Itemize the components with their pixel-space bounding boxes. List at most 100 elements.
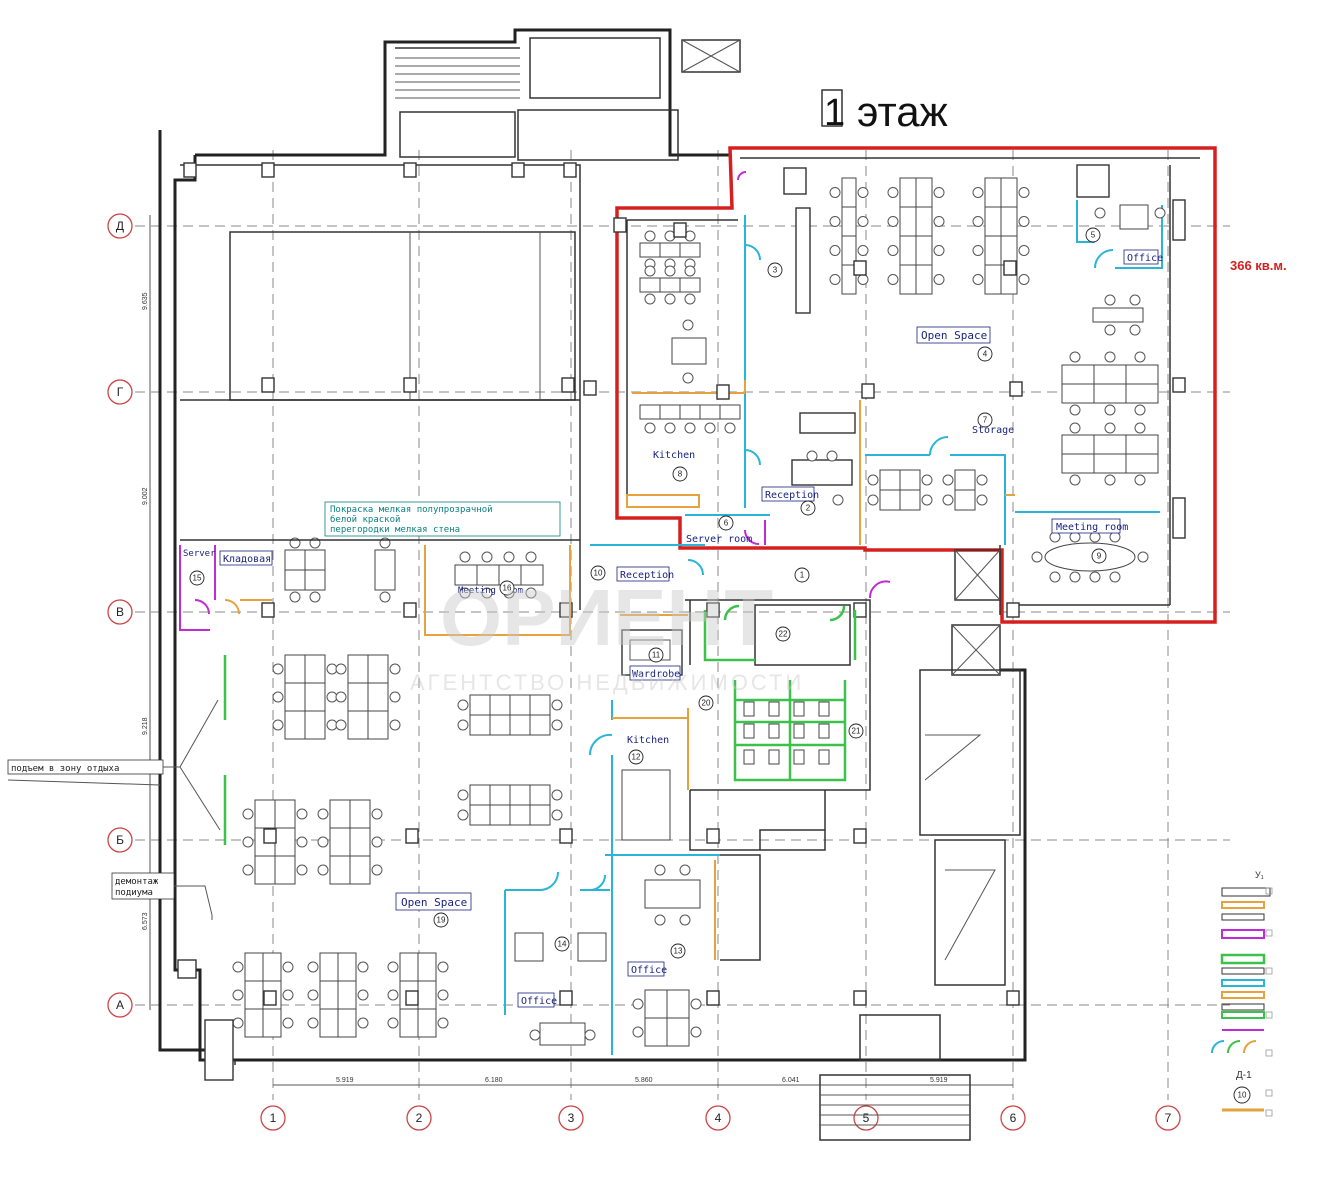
chair — [829, 274, 841, 285]
desk — [1000, 206, 1018, 237]
chair — [1069, 474, 1081, 486]
room-number-6: 6 — [718, 515, 734, 531]
desk — [1093, 434, 1127, 455]
desk — [274, 855, 296, 885]
chair — [690, 998, 702, 1010]
column — [853, 828, 867, 844]
chair — [887, 245, 899, 256]
lift-note: подъем в зону отдыха — [7, 699, 221, 831]
chair — [1134, 422, 1146, 434]
chair — [933, 216, 945, 227]
chair — [1104, 404, 1116, 416]
desk — [841, 206, 857, 237]
chair — [457, 719, 469, 731]
chair — [379, 591, 391, 603]
chair — [282, 961, 294, 973]
room-labels: Office Open Space Storage Kitchen Recept… — [183, 249, 1163, 1008]
chair — [1069, 351, 1081, 363]
svg-text:демонтаж: демонтаж — [115, 877, 159, 887]
room-number-20: 20 — [698, 695, 714, 711]
column — [853, 260, 867, 276]
desk — [367, 654, 389, 684]
stair-top — [395, 57, 520, 99]
chair — [1031, 551, 1043, 563]
desk — [679, 242, 701, 258]
svg-text:2: 2 — [806, 504, 811, 513]
chair — [289, 591, 301, 603]
desk — [304, 549, 326, 571]
desk — [489, 714, 511, 736]
column — [261, 377, 275, 393]
col-dim-2: 6.180 — [485, 1077, 503, 1084]
chair — [437, 989, 449, 1001]
desk — [666, 1017, 690, 1047]
room-numbers: 1 2 3 4 5 6 7 8 9 10 11 12 13 14 15 16 1… — [189, 227, 1107, 959]
chair — [387, 989, 399, 1001]
col-axis-6: 6 — [1000, 1105, 1026, 1131]
chair — [1134, 474, 1146, 486]
svg-text:15: 15 — [193, 574, 202, 583]
desk — [337, 980, 357, 1010]
chair — [457, 699, 469, 711]
column — [673, 222, 687, 238]
legend: У₁ Д-1 10 — [1211, 870, 1273, 1117]
chair — [1049, 531, 1061, 543]
desk — [984, 177, 1002, 208]
chair — [551, 699, 563, 711]
column — [613, 217, 627, 233]
label-office-top-right: Office — [1123, 249, 1163, 265]
desk — [284, 654, 306, 684]
column — [706, 602, 720, 618]
desk — [417, 980, 437, 1010]
desk — [347, 710, 369, 740]
desk — [469, 694, 491, 716]
row-axis-g: Г — [107, 379, 133, 405]
desk — [1125, 453, 1159, 474]
svg-text:4: 4 — [983, 350, 988, 359]
chair — [481, 551, 493, 563]
column-axis-label: 1 — [270, 1111, 277, 1125]
desk — [899, 489, 921, 511]
column — [583, 380, 597, 396]
chair — [972, 245, 984, 256]
svg-text:Server room: Server room — [183, 549, 243, 559]
svg-text:Покраска мелкая полупрозрачной: Покраска мелкая полупрозрачной — [330, 505, 493, 515]
desk — [666, 989, 690, 1019]
left-hall-walls — [180, 164, 581, 610]
column — [706, 990, 720, 1006]
chair — [867, 494, 879, 506]
svg-text:подиума: подиума — [115, 888, 153, 898]
desk — [347, 654, 369, 684]
chair — [632, 1026, 644, 1038]
chair — [317, 836, 329, 848]
row-axis-b: Б — [107, 827, 133, 853]
chair — [296, 864, 308, 876]
column-axis-label: 3 — [568, 1111, 575, 1125]
desk — [284, 710, 306, 740]
label-server-room-left: Server room — [183, 549, 243, 559]
desk — [644, 1017, 668, 1047]
desk — [1119, 204, 1149, 230]
row-dim-4: 6.573 — [142, 912, 149, 930]
svg-text:22: 22 — [779, 630, 788, 639]
column — [559, 990, 573, 1006]
desk — [304, 682, 326, 712]
desk — [329, 855, 351, 885]
room-number-10: 10 — [590, 565, 606, 581]
desk — [915, 264, 933, 295]
room-number-11: 11 — [648, 647, 664, 663]
col-dim-5: 5.919 — [930, 1077, 948, 1084]
svg-text:20: 20 — [702, 699, 711, 708]
svg-text:белой краской: белой краской — [330, 514, 400, 525]
desk — [469, 784, 491, 806]
room-number-8: 8 — [672, 466, 688, 482]
chair — [832, 494, 844, 506]
column — [853, 990, 867, 1006]
chair — [1069, 422, 1081, 434]
chair — [389, 719, 401, 731]
label-reception-top: Reception — [761, 486, 819, 502]
sanitary-fixture — [793, 723, 805, 739]
chair — [972, 216, 984, 227]
chair — [1104, 324, 1116, 336]
